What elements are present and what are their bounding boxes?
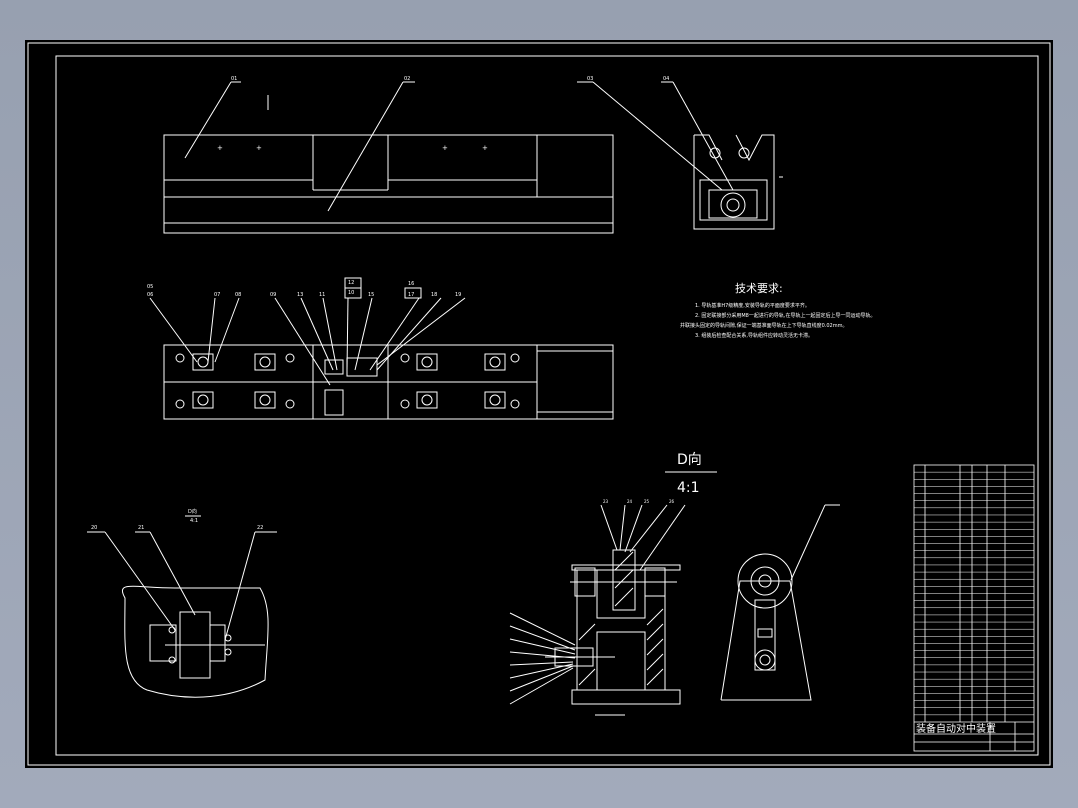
view-d-title: D向	[677, 452, 702, 468]
inner-border	[55, 55, 1039, 756]
front-elevation-view: + + + +	[163, 81, 614, 234]
svg-text:16: 16	[408, 281, 414, 287]
svg-text:09: 09	[270, 292, 276, 298]
svg-text:D向: D向	[188, 508, 197, 515]
svg-text:26: 26	[669, 499, 675, 504]
svg-text:17: 17	[408, 292, 414, 298]
svg-text:04: 04	[663, 76, 669, 82]
svg-text:25: 25	[644, 499, 650, 504]
svg-text:22: 22	[257, 525, 263, 531]
svg-text:03: 03	[587, 76, 593, 82]
svg-text:23: 23	[603, 499, 609, 504]
tech-notes: 1. 导轨基准H7级精度,安装导轨的平面度要求平齐。 2. 固定联接部分采用M8…	[680, 302, 875, 339]
side-view	[577, 81, 783, 230]
label-top-10: 10	[348, 290, 354, 296]
top-view	[149, 277, 614, 420]
svg-text:18: 18	[431, 292, 437, 298]
outer-border	[27, 42, 1051, 766]
section-view	[509, 504, 686, 716]
bracket-view	[720, 504, 840, 701]
svg-text:4:1: 4:1	[190, 518, 198, 524]
svg-text:01: 01	[231, 76, 237, 82]
svg-text:05: 05	[147, 284, 153, 290]
tech-req-title: 技术要求:	[735, 282, 783, 295]
svg-text:02: 02	[404, 76, 410, 82]
svg-text:07: 07	[214, 292, 220, 298]
drawing-sheet: + + + + 01 02 03 04	[25, 40, 1053, 768]
svg-text:11: 11	[319, 292, 325, 298]
svg-text:21: 21	[138, 525, 144, 531]
svg-text:06: 06	[147, 292, 153, 298]
svg-text:19: 19	[455, 292, 461, 298]
svg-text:15: 15	[368, 292, 374, 298]
detail-view	[87, 515, 277, 698]
drawing-name: 装备自动对中装置	[916, 722, 996, 735]
svg-text:20: 20	[91, 525, 97, 531]
svg-text:+: +	[442, 144, 448, 152]
tech-note-1: 1. 导轨基准H7级精度,安装导轨的平面度要求平齐。	[695, 302, 810, 309]
svg-text:24: 24	[627, 499, 633, 504]
svg-text:+: +	[256, 144, 262, 152]
label-top-12: 12	[348, 280, 354, 286]
parts-rows	[914, 471, 1034, 716]
svg-text:08: 08	[235, 292, 241, 298]
tech-note-3: 并联接头固定的导轨间隙,保证一端基准面导轨在上下导轨直线度0.02mm。	[680, 322, 847, 329]
svg-text:+: +	[217, 144, 223, 152]
tech-note-2: 2. 固定联接部分采用M8一起进行的导轨,在导轨上一起固定后上导一同运动导轨。	[695, 312, 875, 319]
scale-label: 4:1	[677, 480, 700, 496]
cad-drawing: + + + + 01 02 03 04	[27, 42, 1051, 766]
svg-text:+: +	[482, 144, 488, 152]
label-top-13: 13	[297, 292, 303, 298]
tech-note-4: 3. 组装后检查配合关系,导轨组件应转动灵活无卡滞。	[695, 332, 813, 339]
